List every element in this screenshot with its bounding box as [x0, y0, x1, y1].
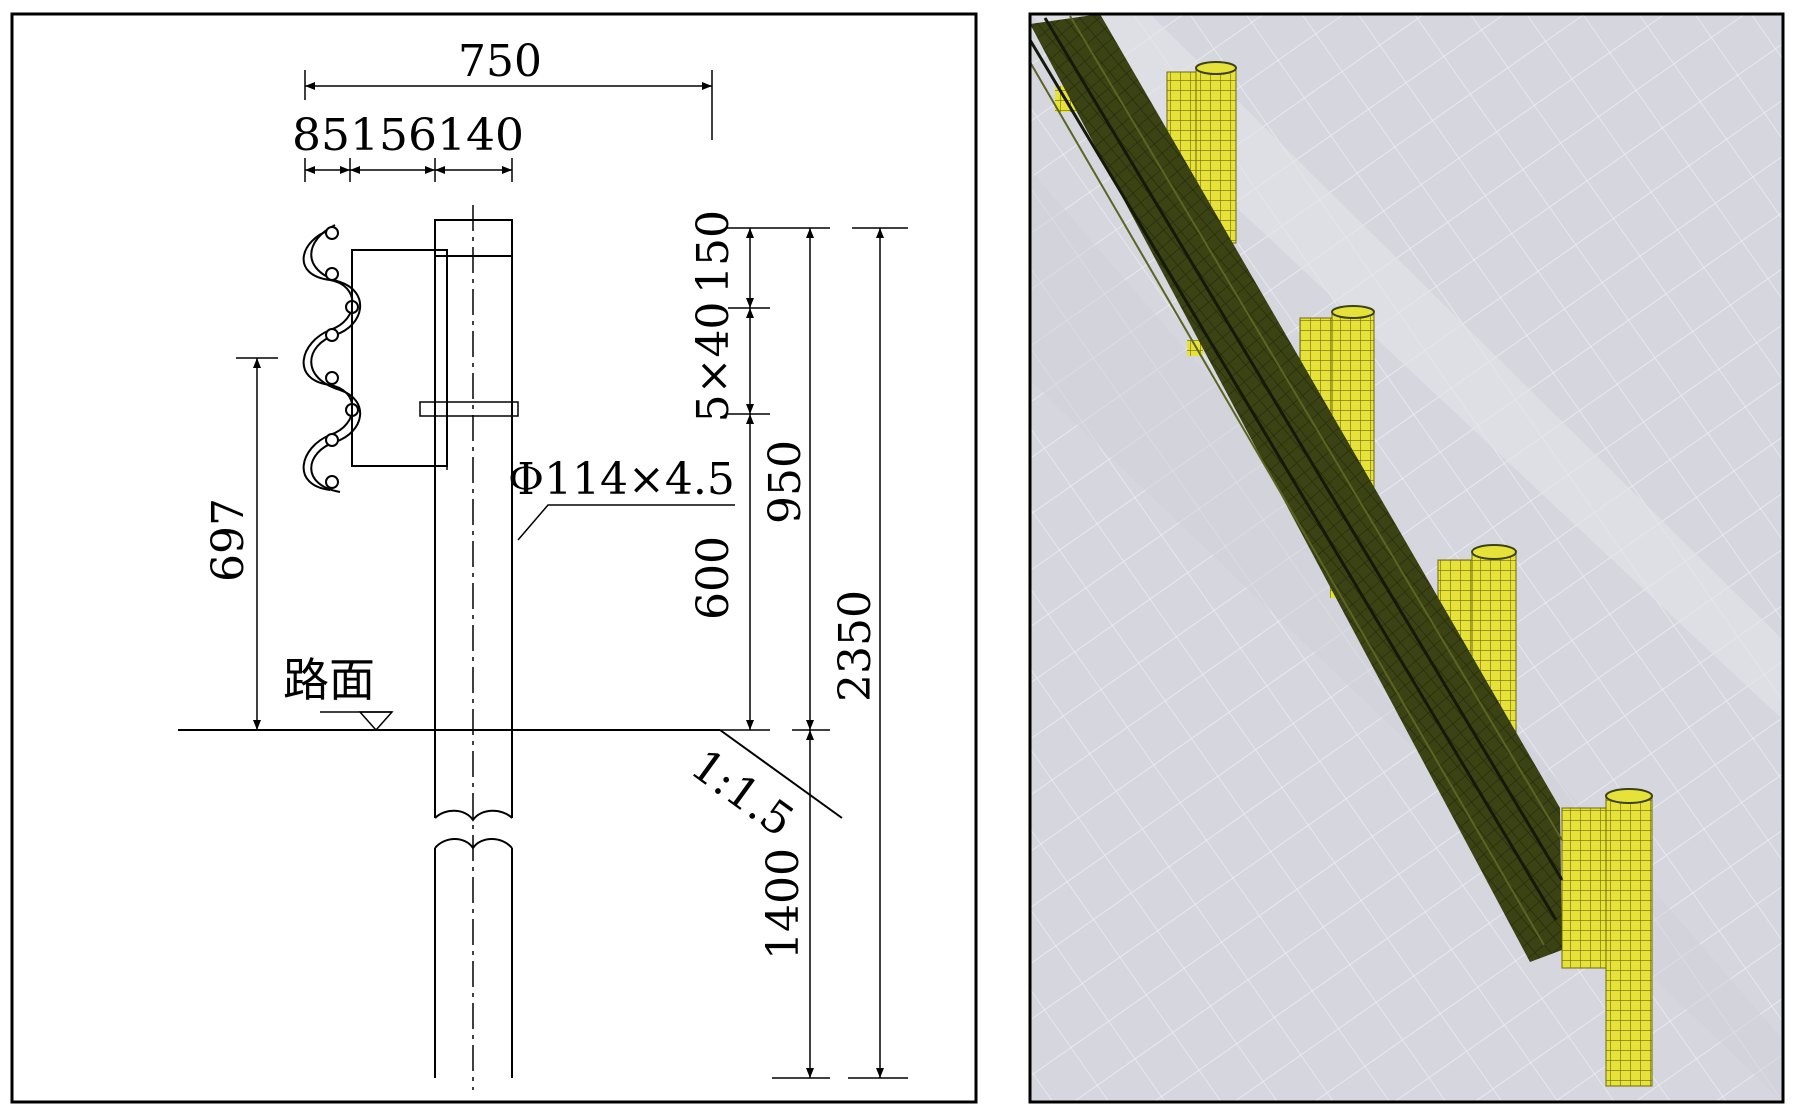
- post-spec-callout: Φ114×4.5: [508, 454, 735, 541]
- dim-150-label: 150: [688, 210, 739, 294]
- finite-element-model-panel: [1028, 12, 1785, 1104]
- road-surface-label: 路面: [283, 653, 375, 707]
- slope: 1:1.5: [682, 729, 843, 848]
- dim-sub-widths-label: 85156140: [292, 110, 524, 161]
- dimension-697: 697: [203, 357, 278, 730]
- dimension-sub-widths: 85156140: [292, 110, 524, 182]
- dimension-750: 750: [304, 36, 713, 140]
- left-panel-frame: [10, 12, 978, 1104]
- dim-rail-spacing-label: 5×40: [688, 302, 739, 423]
- dim-2350-label: 2350: [830, 590, 881, 702]
- engineering-drawing-panel: 750 85156140: [10, 12, 978, 1104]
- slope-label: 1:1.5: [682, 740, 803, 848]
- dimension-column-1: 150 5×40 600: [688, 210, 790, 731]
- dimension-column-3: 2350: [830, 227, 908, 1079]
- dim-600-label: 600: [688, 536, 739, 620]
- dimension-column-2: 950 1400: [758, 227, 830, 1079]
- post-4: [1561, 788, 1653, 1087]
- dim-697-label: 697: [203, 498, 254, 582]
- dim-1400-label: 1400: [758, 848, 809, 960]
- post: [434, 205, 513, 1090]
- road-surface: 路面: [178, 653, 720, 732]
- three-wave-rail-profile: [302, 224, 519, 493]
- dim-950-label: 950: [760, 440, 811, 524]
- dim-750-label: 750: [458, 36, 542, 87]
- post-spec-label: Φ114×4.5: [508, 454, 735, 505]
- w-beam-rail: [1030, 14, 1564, 962]
- right-panel-frame: [1028, 12, 1785, 1104]
